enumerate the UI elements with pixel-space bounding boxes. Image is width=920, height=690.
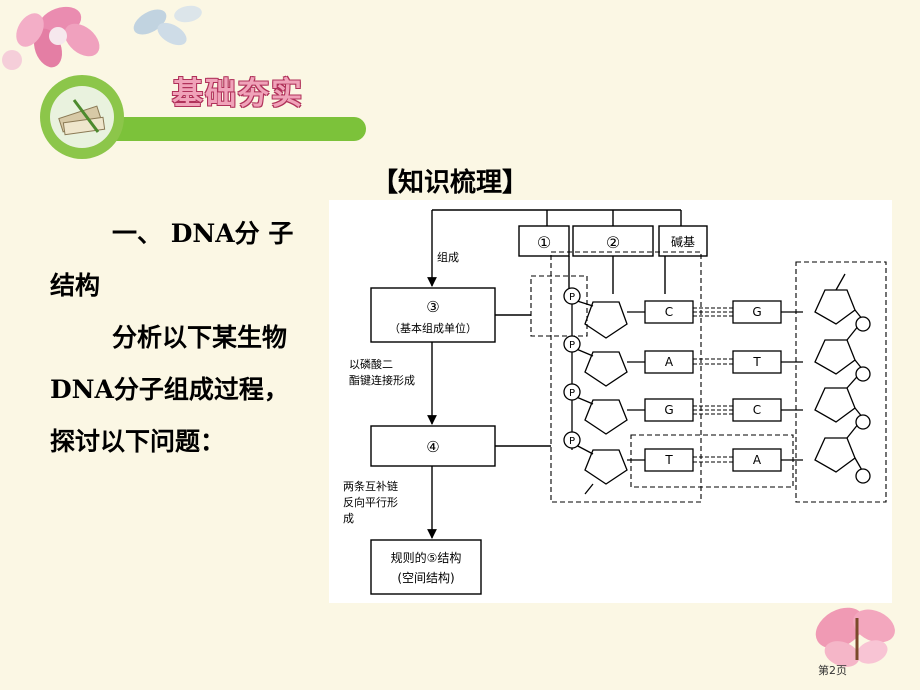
base-left: G	[664, 403, 673, 417]
base-right: C	[753, 403, 761, 417]
arrow-label-antiparallel: 成	[343, 512, 354, 525]
butterfly-decoration	[815, 607, 895, 667]
banner-title: 基础夯实	[172, 76, 304, 112]
text-line: 结构	[50, 271, 101, 300]
arrow-label-bond: 酯键连接形成	[349, 373, 415, 387]
arrow-label-compose: 组成	[437, 250, 459, 264]
body-text: 一、 DNA分 子 结构 分析以下某生物 DNA分子组成过程， 探讨以下问题：	[50, 208, 332, 468]
right-strand	[732, 273, 864, 473]
chain-number: ④	[426, 438, 439, 456]
text-line: 分析以下某生物	[112, 323, 288, 352]
phosphate-label: P	[569, 292, 575, 303]
banner-bar	[100, 117, 366, 141]
base-left: T	[664, 453, 673, 467]
result-label: (空间结构)	[397, 570, 454, 585]
box3-label: 碱基	[671, 235, 695, 249]
base-right: G	[752, 305, 761, 319]
text-line: 探讨以下问题：	[50, 427, 226, 456]
arrow-label-bond: 以磷酸二	[349, 357, 393, 371]
text-line: DNA分子组成过程，	[50, 375, 289, 404]
box-phosphate	[518, 225, 570, 257]
books-icon	[58, 99, 106, 136]
left-strand	[571, 299, 694, 495]
page-number: 第2页	[818, 664, 847, 677]
arrow-label-antiparallel: 两条互补链	[343, 479, 398, 493]
phosphate-label: P	[569, 388, 575, 399]
base-left: C	[665, 305, 673, 319]
phosphate-label: P	[569, 436, 575, 447]
result-label: 规则的⑤结构	[391, 550, 462, 565]
phosphate-label: P	[569, 340, 575, 351]
unit-number: ③	[426, 298, 439, 316]
base-right: T	[752, 355, 761, 369]
base-left: A	[665, 355, 674, 369]
base-right: A	[753, 453, 762, 467]
flower-decoration	[2, 5, 202, 70]
heading-line: 一、 DNA分 子	[112, 219, 294, 248]
unit-description: （基本组成单位）	[389, 321, 477, 335]
arrow-label-antiparallel: 反向平行形	[343, 495, 398, 509]
box1-label: ①	[537, 233, 551, 252]
box-base	[658, 225, 708, 257]
box-result	[370, 539, 482, 595]
dna-structure-diagram: P P P P	[329, 200, 892, 603]
box2-label: ②	[606, 233, 620, 252]
section-header: 【知识梳理】	[372, 168, 529, 198]
